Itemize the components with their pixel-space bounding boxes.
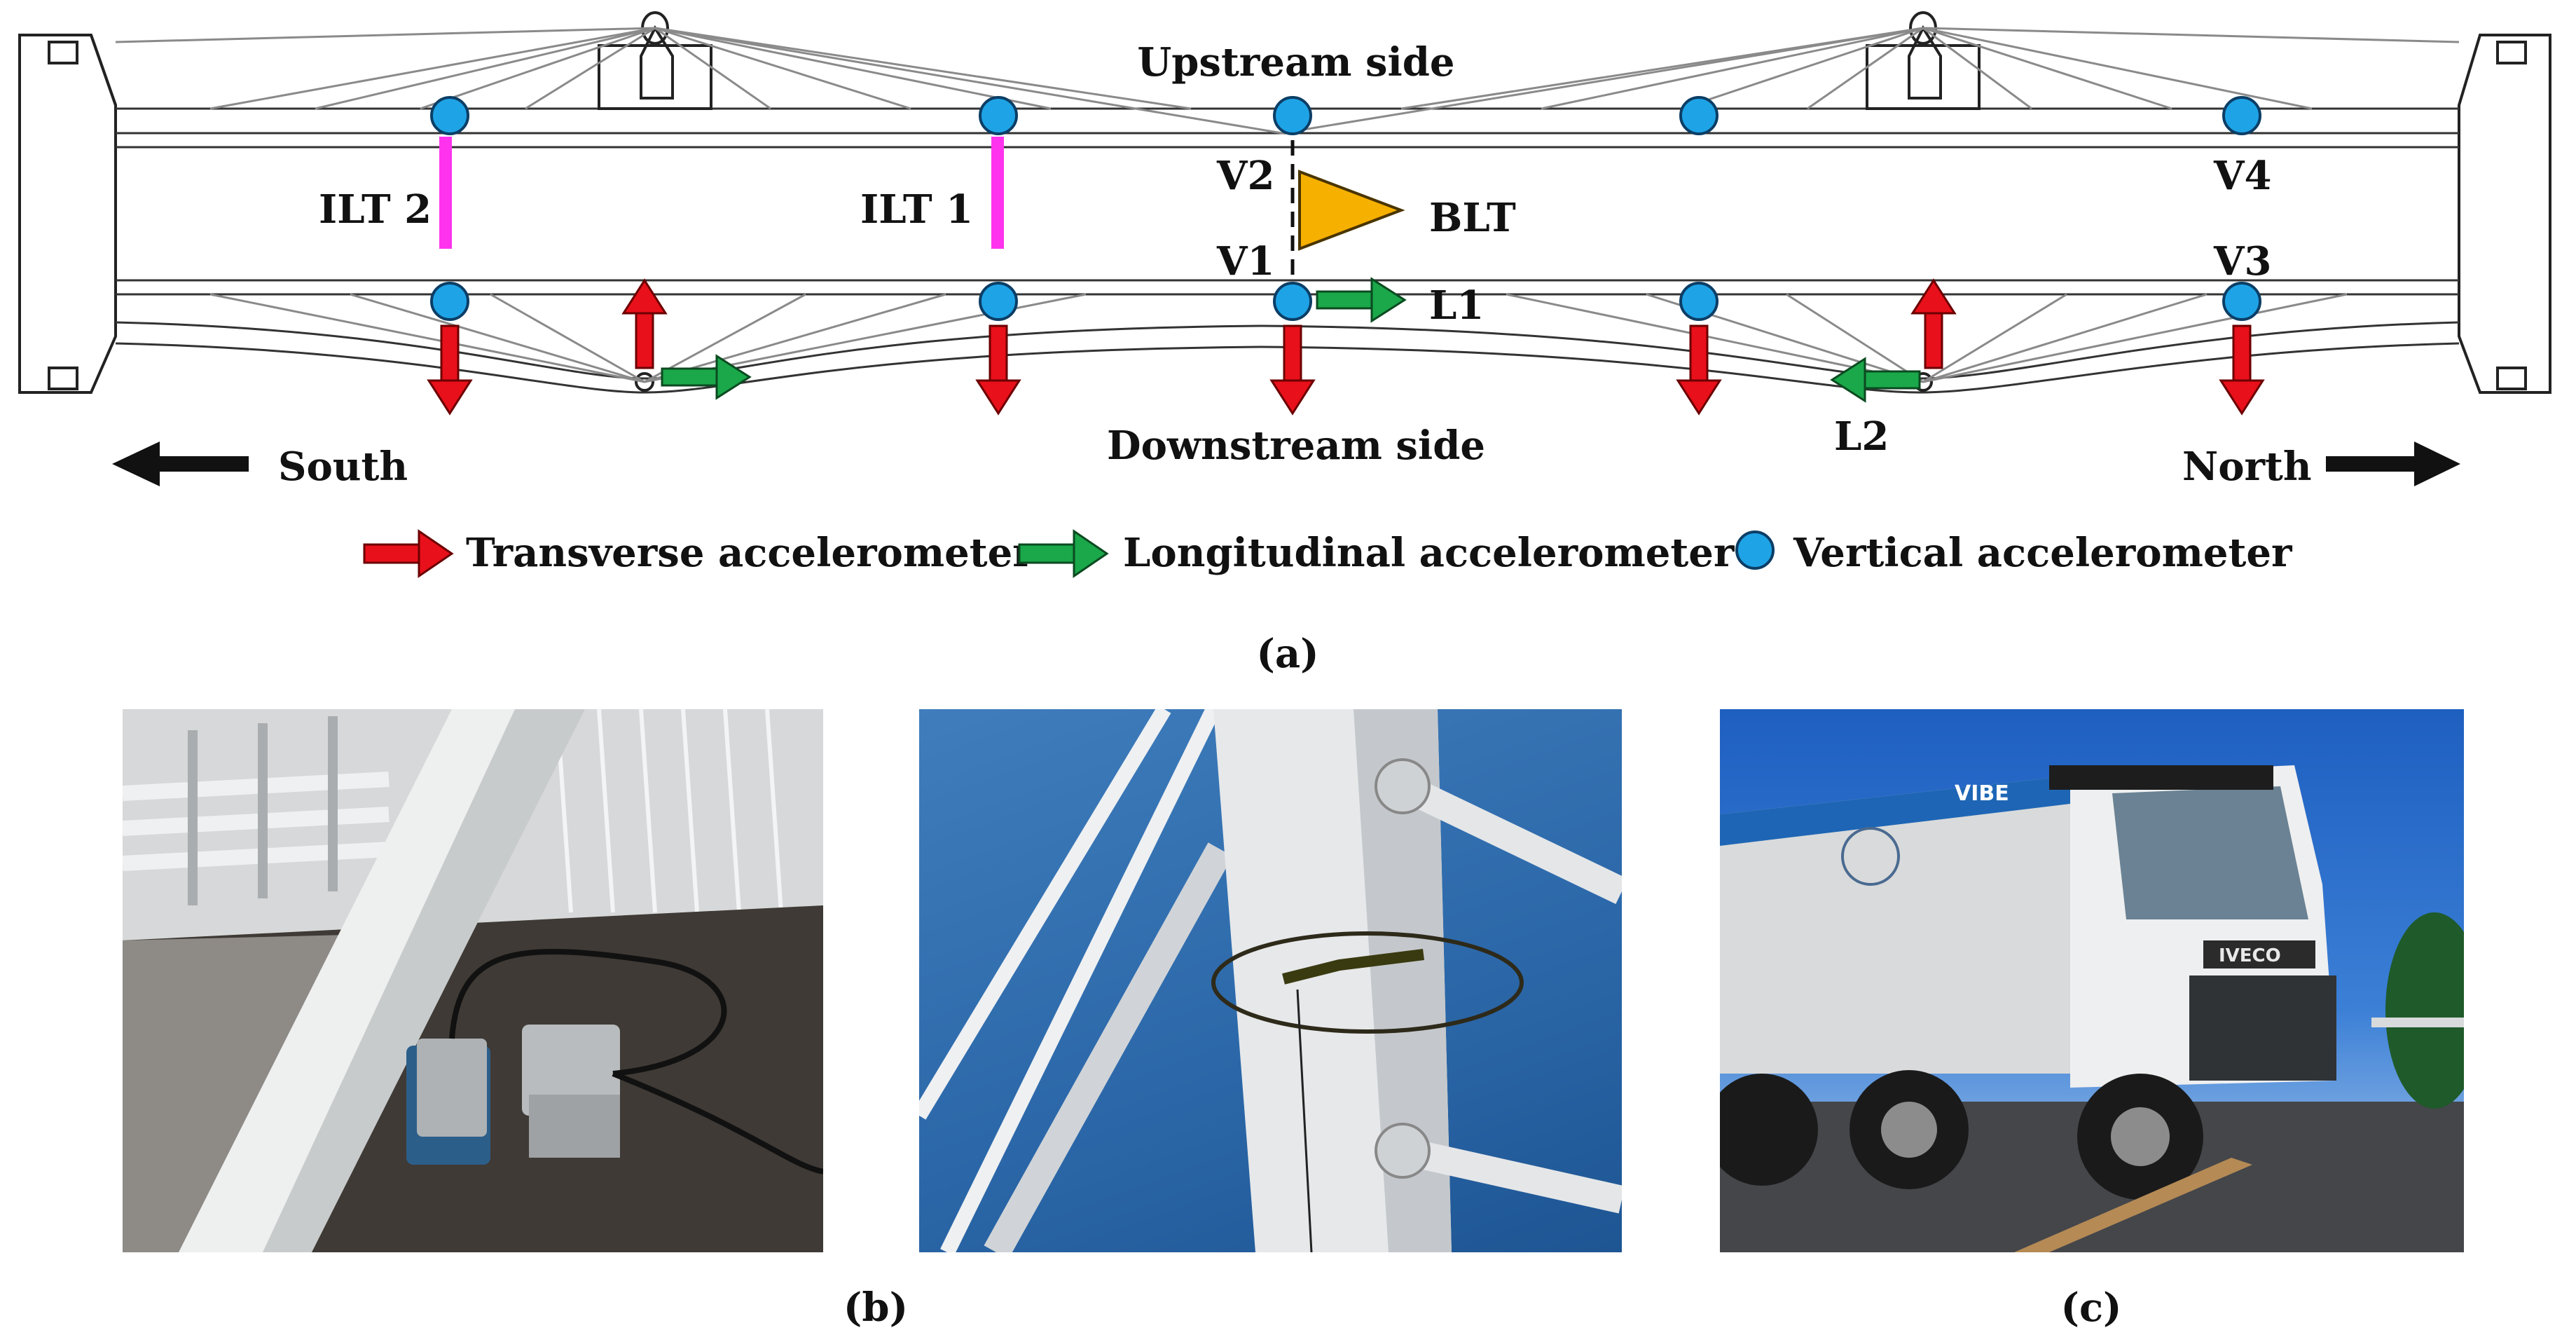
downstream-label: Downstream side [1107, 423, 1485, 469]
upstream-label: Upstream side [1137, 39, 1454, 85]
legend-longitudinal-label: Longitudinal accelerometer [1123, 530, 1735, 576]
legend: Transverse accelerometer Longitudinal ac… [363, 529, 2293, 578]
north-abutment [2458, 34, 2551, 394]
vertical-accelerometer [430, 282, 469, 321]
longitudinal-accelerometer-l1 [1316, 278, 1406, 322]
bridge-plan: Upstream side Downstream side ILT 2 ILT … [18, 11, 2551, 490]
south-abutment [18, 34, 117, 394]
legend-transverse [363, 529, 454, 578]
vertical-accelerometer [1679, 282, 1719, 321]
legend-transverse-label: Transverse accelerometer [466, 530, 1034, 576]
panel-a-label: (a) [1256, 631, 1318, 677]
vertical-accelerometer [979, 282, 1018, 321]
v2-label: V2 [1216, 153, 1274, 199]
ilt2-label: ILT 2 [319, 186, 432, 233]
legend-vertical-label: Vertical accelerometer [1793, 530, 2293, 576]
v1-label: V1 [1216, 238, 1274, 285]
transverse-accelerometer [1676, 324, 1721, 415]
photo-pylon-sensor [919, 709, 1622, 1252]
south-label: South [278, 444, 408, 490]
vertical-accelerometer-v1 [1273, 282, 1312, 321]
vertical-accelerometer [430, 96, 469, 135]
transverse-accelerometer [976, 324, 1021, 415]
l2-label: L2 [1834, 413, 1889, 460]
ilt2-marker [439, 137, 452, 249]
ilt1-label: ILT 1 [860, 186, 973, 233]
north-arrow [2326, 441, 2460, 486]
l1-label: L1 [1429, 282, 1484, 329]
south-pylon [598, 11, 712, 392]
v3-label: V3 [2213, 238, 2271, 285]
v4-label: V4 [2213, 153, 2271, 199]
vertical-accelerometer [979, 96, 1018, 135]
north-label: North [2182, 444, 2312, 490]
ilt1-marker [991, 137, 1004, 249]
truck-make-text: IVECO [2219, 945, 2281, 966]
truck-brand-text: VIBE [1955, 781, 2009, 806]
blt-label: BLT [1429, 195, 1516, 241]
legend-longitudinal [1018, 529, 1109, 578]
panel-c-label: (c) [2060, 1285, 2121, 1331]
south-arrow [112, 441, 249, 486]
vertical-accelerometer-v2 [1273, 96, 1312, 135]
photo-sensors-on-deck [123, 709, 823, 1252]
north-pylon [1866, 11, 1981, 392]
panel-b-label: (b) [843, 1285, 908, 1331]
legend-vertical [1735, 530, 1775, 570]
photo-test-truck: VIBE IVECO [1720, 709, 2464, 1252]
vertical-accelerometer [1679, 96, 1719, 135]
vertical-accelerometer-v4 [2222, 96, 2261, 135]
blt-marker [1298, 170, 1405, 251]
transverse-accelerometer [1270, 324, 1315, 415]
vertical-accelerometer-v3 [2222, 282, 2261, 321]
